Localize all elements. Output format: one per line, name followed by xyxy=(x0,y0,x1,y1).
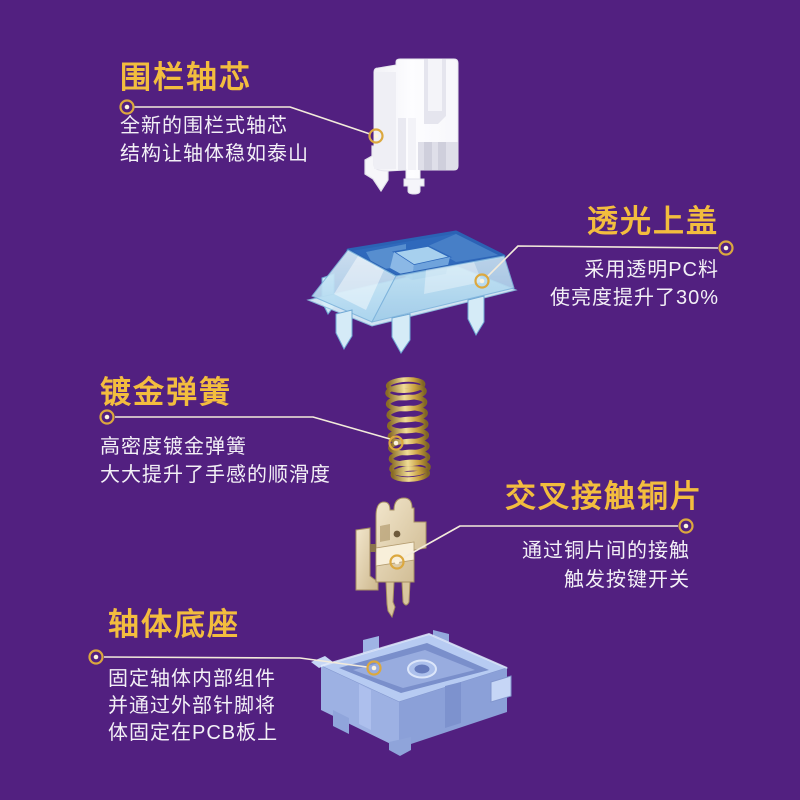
switch-stem-image xyxy=(358,50,473,195)
switch-bottom-housing-image xyxy=(311,630,512,756)
gold-plated-spring-image xyxy=(384,377,432,483)
copper-contact-image xyxy=(355,497,427,619)
label-base-line-2: 并通过外部针脚将 xyxy=(108,695,276,717)
copper-contact-image xyxy=(350,486,445,621)
label-contact-line-1: 通过铜片间的接触 xyxy=(522,540,690,562)
label-spring-description: 高密度镀金弹簧 大大提升了手感的顺滑度 xyxy=(100,433,331,489)
label-top-cover-title: 透光上盖 xyxy=(587,204,719,239)
label-base-description: 固定轴体内部组件 并通过外部针脚将 体固定在PCB板上 xyxy=(108,666,278,747)
translucent-top-cover-image xyxy=(306,222,521,362)
label-base-title: 轴体底座 xyxy=(108,607,240,642)
label-contact-line-2: 触发按键开关 xyxy=(564,569,690,591)
label-contact-title: 交叉接触铜片 xyxy=(505,479,703,514)
label-stem-title: 围栏轴芯 xyxy=(120,60,252,95)
marker-base-label xyxy=(88,649,104,665)
label-stem-description: 全新的围栏式轴芯 结构让轴体稳如泰山 xyxy=(120,112,309,168)
label-stem-line-2: 结构让轴体稳如泰山 xyxy=(120,143,309,165)
switch-bottom-housing-image xyxy=(305,624,523,756)
label-contact-description: 通过铜片间的接触 触发按键开关 xyxy=(505,537,703,595)
label-base: 轴体底座 固定轴体内部组件 并通过外部针脚将 体固定在PCB板上 xyxy=(108,607,278,747)
label-spring-title: 镀金弹簧 xyxy=(100,375,232,410)
label-stem-line-1: 全新的围栏式轴芯 xyxy=(120,115,288,137)
label-top-cover-line-1: 采用透明PC料 xyxy=(584,259,719,281)
label-base-line-1: 固定轴体内部组件 xyxy=(108,668,276,690)
label-top-cover-description: 采用透明PC料 使亮度提升了30% xyxy=(550,256,719,312)
gold-plated-spring-image xyxy=(385,377,431,482)
label-spring-line-2: 大大提升了手感的顺滑度 xyxy=(100,464,331,486)
switch-stem-image xyxy=(364,58,459,195)
marker-top-cover-label xyxy=(718,240,734,256)
label-base-line-3: 体固定在PCB板上 xyxy=(108,722,279,744)
translucent-top-cover-image xyxy=(306,230,518,354)
label-contact: 交叉接触铜片 通过铜片间的接触 触发按键开关 xyxy=(505,479,703,595)
label-spring: 镀金弹簧 高密度镀金弹簧 大大提升了手感的顺滑度 xyxy=(100,375,331,489)
label-stem: 围栏轴芯 全新的围栏式轴芯 结构让轴体稳如泰山 xyxy=(120,60,309,168)
label-top-cover: 透光上盖 采用透明PC料 使亮度提升了30% xyxy=(550,204,719,312)
label-top-cover-line-2: 使亮度提升了30% xyxy=(549,287,719,309)
label-spring-line-1: 高密度镀金弹簧 xyxy=(100,436,247,458)
